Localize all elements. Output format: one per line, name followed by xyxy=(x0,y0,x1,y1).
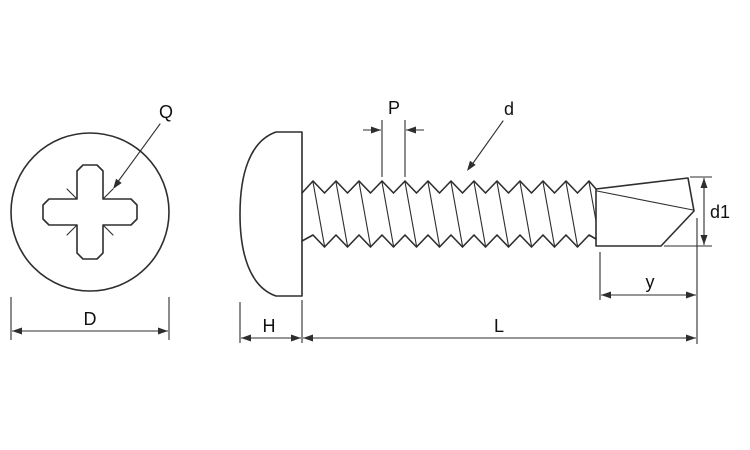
dimension-Q: Q xyxy=(113,102,173,189)
dimension-D: D xyxy=(10,297,170,340)
l-arrow-right xyxy=(686,334,696,342)
p-arrow-left xyxy=(371,126,381,134)
label-thread-diameter: d xyxy=(504,99,514,119)
q-leader-arrowhead xyxy=(113,178,122,189)
drill-point-outline xyxy=(595,177,695,247)
h-extension-lines xyxy=(239,300,303,343)
dimension-d1: d1 xyxy=(664,176,730,247)
h-arrow-left xyxy=(241,334,251,342)
y-arrow-right xyxy=(686,291,696,299)
dimension-L: L xyxy=(303,316,696,342)
dimension-y: y xyxy=(599,218,698,344)
phillips-recess-outline xyxy=(42,164,138,260)
y-arrow-left xyxy=(601,291,611,299)
p-extension-lines xyxy=(381,120,406,177)
dimension-d: d xyxy=(467,99,514,171)
d1-arrow-top xyxy=(700,178,708,188)
p-arrow-right xyxy=(406,126,416,134)
q-leader-line xyxy=(116,123,161,184)
pan-head-profile xyxy=(239,131,303,297)
thread-bottom-edge xyxy=(301,234,597,248)
label-drill-point-diameter: d1 xyxy=(710,202,730,222)
d-extension-lines xyxy=(10,297,170,340)
label-drive-recess: Q xyxy=(159,102,173,122)
label-head-height: H xyxy=(263,316,276,336)
side-view xyxy=(239,131,695,297)
d1-arrow-bottom xyxy=(700,235,708,245)
d-arrow-right xyxy=(158,327,168,335)
d1-extension-lines xyxy=(664,176,712,247)
label-drill-point-length: y xyxy=(646,272,655,292)
h-arrow-right xyxy=(291,334,301,342)
d-arrow-left xyxy=(12,327,22,335)
label-thread-pitch: P xyxy=(388,98,400,118)
label-overall-length: L xyxy=(494,316,504,336)
head-outline-circle xyxy=(10,132,170,292)
thread-top-edge xyxy=(301,180,597,194)
thread-dia-arrowhead xyxy=(467,160,476,171)
label-head-diameter: D xyxy=(84,309,97,329)
dimension-H: H xyxy=(239,300,303,343)
phillips-facet-lines xyxy=(66,188,114,236)
l-arrow-left xyxy=(303,334,313,342)
y-extension-lines xyxy=(599,218,698,344)
thread-flank-lines xyxy=(312,181,597,247)
front-view xyxy=(10,132,170,292)
thread-dia-leader-line xyxy=(470,120,504,167)
drill-point-flute-line xyxy=(596,190,694,211)
dimension-P: P xyxy=(363,98,424,177)
